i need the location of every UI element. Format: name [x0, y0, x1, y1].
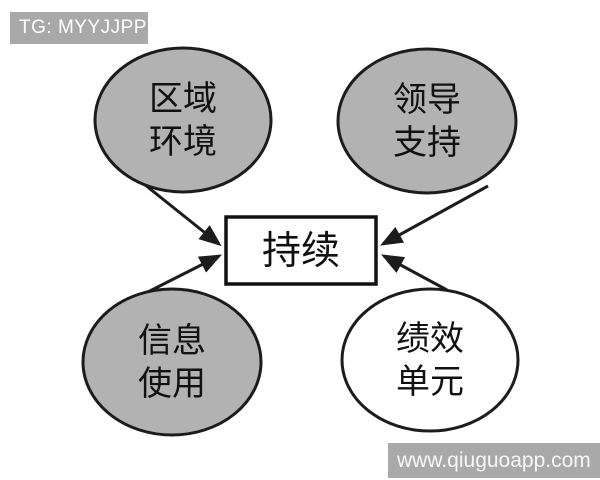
node-performance-unit-label-line2: 单元	[396, 362, 464, 402]
node-performance-unit: 绩效 单元	[340, 287, 520, 433]
node-information-use-shape	[81, 287, 263, 437]
edge-leadership-support-to-continuity	[380, 184, 489, 246]
node-region-environment-label-line1: 区域	[149, 79, 217, 119]
node-region-environment-shape	[93, 46, 273, 194]
node-leadership-support-label-line1: 领导	[393, 80, 461, 120]
node-region-environment-label-line2: 环境	[149, 122, 217, 162]
node-information-use: 信息 使用	[81, 287, 263, 437]
node-continuity-shape	[224, 215, 378, 286]
node-leadership-support-shape	[336, 47, 518, 195]
edge-performance-unit-to-continuity	[381, 254, 448, 292]
node-continuity-label: 持续	[262, 229, 340, 274]
node-leadership-support-label-line2: 支持	[393, 123, 461, 163]
node-performance-unit-label-line1: 绩效	[396, 319, 464, 359]
node-performance-unit-shape	[340, 287, 520, 433]
node-information-use-label-line2: 使用	[138, 364, 206, 404]
watermark-url-bottom-right: www.qiuguoapp.com	[388, 443, 600, 478]
node-region-environment: 区域 环境	[93, 46, 273, 194]
node-continuity: 持续	[224, 215, 378, 286]
watermark-badge-top-left: TG: MYYJJPP	[10, 12, 148, 44]
node-information-use-label-line1: 信息	[138, 321, 206, 361]
node-leadership-support: 领导 支持	[336, 47, 518, 195]
